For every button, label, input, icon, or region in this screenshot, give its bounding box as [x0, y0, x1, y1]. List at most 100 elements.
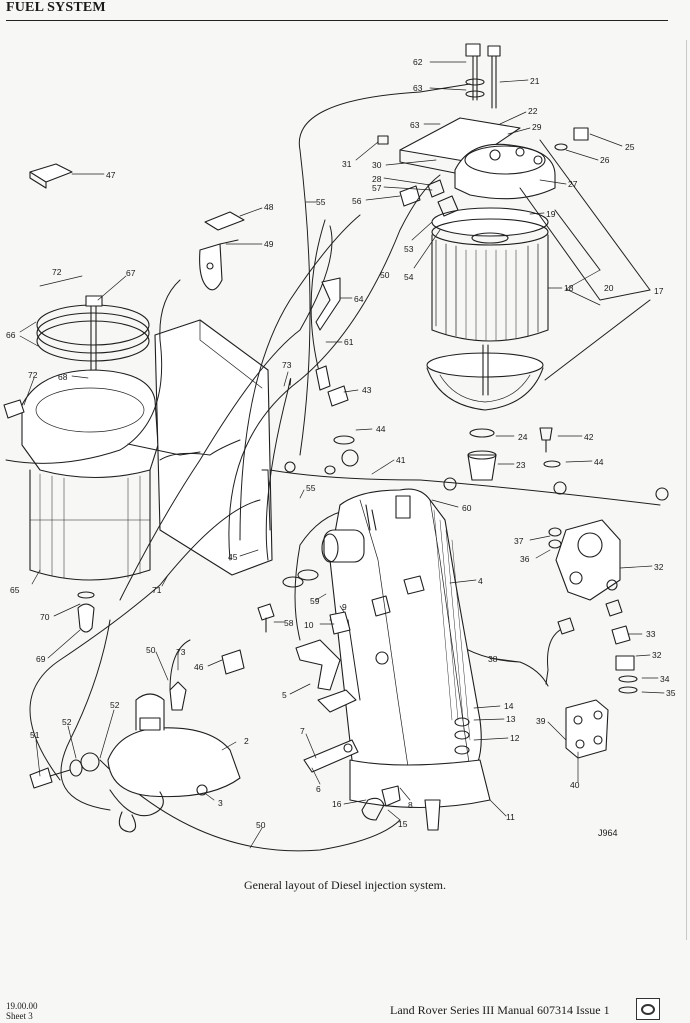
callout-4: 4 — [478, 576, 483, 586]
fuel-filter-assembly — [377, 43, 589, 481]
callout-10: 10 — [304, 620, 314, 630]
callout-68: 68 — [58, 372, 68, 382]
callout-9: 9 — [342, 602, 347, 612]
callout-23: 23 — [516, 460, 526, 470]
callout-37: 37 — [514, 536, 524, 546]
sedimenter-assembly — [3, 295, 273, 633]
callout-55: 55 — [316, 197, 326, 207]
callout-2: 2 — [244, 736, 249, 746]
callout-73: 73 — [282, 360, 292, 370]
footer-sheet: Sheet 3 — [6, 1011, 33, 1021]
callout-50: 50 — [146, 645, 156, 655]
callout-73: 73 — [176, 647, 186, 657]
callout-56: 56 — [352, 196, 362, 206]
callout-69: 69 — [36, 654, 46, 664]
callout-51: 51 — [30, 730, 40, 740]
footer-codes: 19.00.00 Sheet 3 — [6, 1001, 38, 1021]
callout-25: 25 — [625, 142, 635, 152]
callout-55: 55 — [306, 483, 316, 493]
callout-45: 45 — [228, 552, 238, 562]
callout-52: 52 — [62, 717, 72, 727]
callout-27: 27 — [568, 179, 578, 189]
callout-61: 61 — [344, 337, 354, 347]
header-rule — [6, 20, 668, 21]
callout-60: 60 — [462, 503, 472, 513]
callout-20: 20 — [604, 283, 614, 293]
callout-30: 30 — [372, 160, 382, 170]
callout-21: 21 — [530, 76, 540, 86]
callout-65: 65 — [10, 585, 20, 595]
logo-emblem — [641, 1004, 655, 1015]
footer-code: 19.00.00 — [6, 1001, 38, 1011]
injection-pump — [257, 488, 491, 831]
callout-7: 7 — [300, 726, 305, 736]
callout-14: 14 — [504, 701, 514, 711]
callout-42: 42 — [584, 432, 594, 442]
callout-13: 13 — [506, 714, 516, 724]
callout-33: 33 — [646, 629, 656, 639]
injector-fittings — [284, 277, 669, 759]
callout-58: 58 — [284, 618, 294, 628]
callout-18: 18 — [564, 283, 574, 293]
callout-63: 63 — [413, 83, 423, 93]
page-section-title: FUEL SYSTEM — [6, 0, 106, 15]
callout-24: 24 — [518, 432, 528, 442]
callout-44: 44 — [594, 457, 604, 467]
callout-62: 62 — [413, 57, 423, 67]
lift-pump-assembly — [29, 649, 245, 833]
fuel-pipes — [5, 83, 661, 852]
callout-22: 22 — [528, 106, 538, 116]
leader-lines — [19, 61, 665, 849]
callout-47: 47 — [106, 170, 116, 180]
callout-35: 35 — [666, 688, 676, 698]
callout-12: 12 — [510, 733, 520, 743]
callout-5: 5 — [282, 690, 287, 700]
callout-53: 53 — [404, 244, 414, 254]
callout-66: 66 — [6, 330, 16, 340]
callout-38: 38 — [488, 654, 498, 664]
callout-32: 32 — [654, 562, 664, 572]
callout-32: 32 — [652, 650, 662, 660]
drawing-ref: J964 — [598, 828, 618, 838]
callout-17: 17 — [654, 286, 664, 296]
callout-41: 41 — [396, 455, 406, 465]
callout-46: 46 — [194, 662, 204, 672]
callout-3: 3 — [218, 798, 223, 808]
callout-44: 44 — [376, 424, 386, 434]
callout-72: 72 — [28, 370, 38, 380]
footer-manual-reference: Land Rover Series III Manual 607314 Issu… — [390, 1003, 610, 1017]
callout-26: 26 — [600, 155, 610, 165]
page-edge-line — [686, 40, 687, 940]
callout-57: 57 — [372, 183, 382, 193]
callout-36: 36 — [520, 554, 530, 564]
callout-39: 39 — [536, 716, 546, 726]
callout-31: 31 — [342, 159, 352, 169]
callout-40: 40 — [570, 780, 580, 790]
callout-49: 49 — [264, 239, 274, 249]
callout-54: 54 — [404, 272, 414, 282]
callout-50: 50 — [256, 820, 266, 830]
callout-50: 50 — [380, 270, 390, 280]
callout-6: 6 — [316, 784, 321, 794]
callout-52: 52 — [110, 700, 120, 710]
callout-16: 16 — [332, 799, 342, 809]
callout-34: 34 — [660, 674, 670, 684]
callout-72: 72 — [52, 267, 62, 277]
callout-59: 59 — [310, 596, 320, 606]
callout-15: 15 — [398, 819, 408, 829]
callout-29: 29 — [532, 122, 542, 132]
brackets-upper-left — [29, 163, 245, 291]
callout-19: 19 — [546, 209, 556, 219]
callout-28: 28 — [372, 174, 382, 184]
callout-63: 63 — [410, 120, 420, 130]
callout-64: 64 — [354, 294, 364, 304]
callout-67: 67 — [126, 268, 136, 278]
callout-43: 43 — [362, 385, 372, 395]
figure-caption: General layout of Diesel injection syste… — [244, 878, 446, 892]
callout-11: 11 — [506, 812, 515, 822]
brand-logo — [636, 998, 660, 1020]
callout-71: 71 — [152, 585, 162, 595]
callout-48: 48 — [264, 202, 274, 212]
callout-8: 8 — [408, 800, 413, 810]
